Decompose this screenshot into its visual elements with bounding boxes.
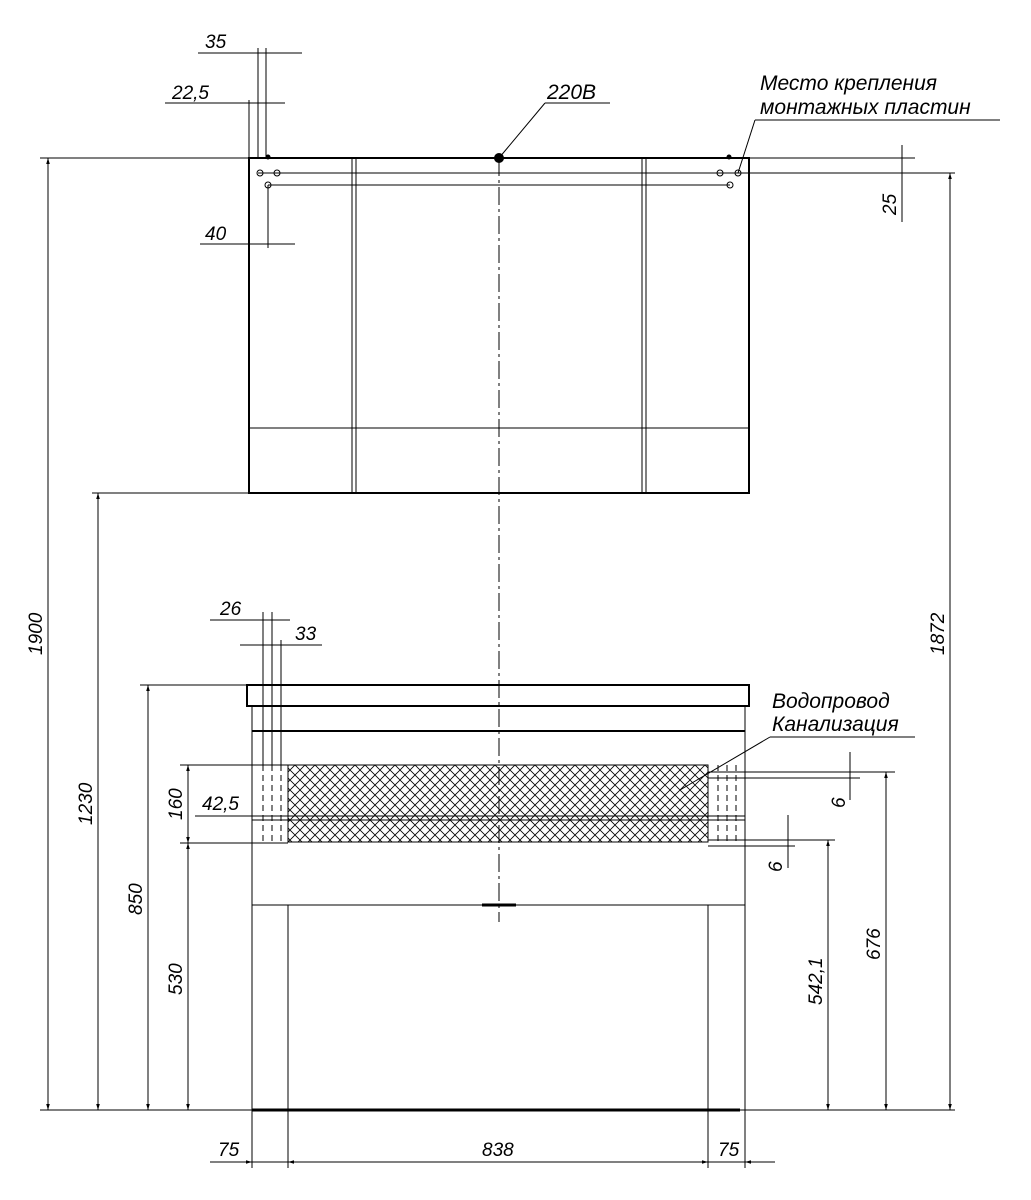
dim-42-5: 42,5 [202,794,239,815]
dim-1872: 1872 [928,612,949,655]
dim-1900: 1900 [26,612,47,655]
mount-note-line2: монтажных пластин [760,96,971,119]
dim-850: 850 [126,883,147,915]
vanity-unit [246,684,750,1112]
dim-25: 25 [880,193,901,216]
dim-542-1: 542,1 [806,957,827,1005]
pipes-zone [287,764,709,843]
power-label: 220В [546,81,596,104]
dim-22-5: 22,5 [171,83,209,104]
dim-676: 676 [864,928,885,960]
dim-6-lower: 6 [766,861,787,872]
dim-530: 530 [166,963,187,995]
dim-6-upper: 6 [829,797,850,808]
dim-40: 40 [205,224,227,245]
dim-1230: 1230 [76,782,97,825]
dim-33: 33 [295,624,317,645]
dim-838: 838 [482,1140,514,1161]
upper-dimensions: 35 22,5 40 220В Место крепления монтажны… [40,32,1000,494]
dim-35: 35 [205,32,227,53]
dim-26: 26 [219,599,242,620]
lower-dimensions: 26 33 42,5 Водопровод Канализация 6 6 19… [26,158,955,1168]
pipes-note-line2: Канализация [772,713,899,736]
dim-75-left: 75 [218,1140,240,1161]
pipes-note-line1: Водопровод [772,690,890,713]
dim-75-right: 75 [718,1140,740,1161]
dim-160: 160 [166,788,187,820]
mount-note-line1: Место крепления [760,72,937,95]
